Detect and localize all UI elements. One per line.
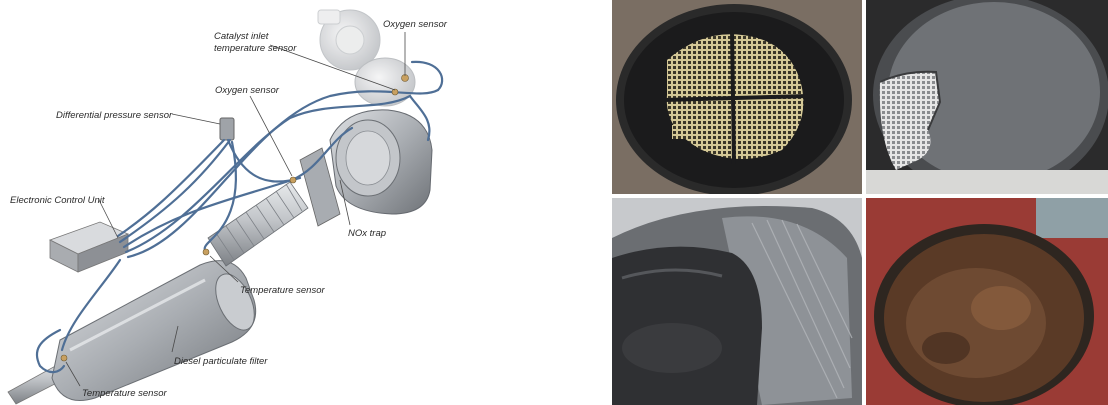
differential-pressure-sensor-body	[220, 118, 234, 140]
exhaust-system-diagram: Oxygen sensor Catalyst inlet temperature…	[0, 0, 600, 405]
diesel-particulate-filter-canister	[52, 261, 262, 401]
label-differential-pressure-sensor: Differential pressure sensor	[56, 110, 173, 121]
label-oxygen-sensor-top: Oxygen sensor	[383, 19, 448, 30]
label-diesel-particulate-filter: Diesel particulate filter	[174, 356, 268, 367]
nox-trap-canister	[330, 110, 432, 214]
label-oxygen-sensor-mid: Oxygen sensor	[215, 85, 280, 96]
cracked-filter-side-photo	[612, 198, 862, 405]
label-electronic-control-unit: Electronic Control Unit	[10, 195, 105, 206]
label-catalyst-inlet-line1: Catalyst inlet	[214, 31, 269, 42]
label-catalyst-inlet-line2: temperature sensor	[214, 43, 297, 54]
filter-photo-grid	[612, 0, 1108, 405]
label-temperature-sensor-mid: Temperature sensor	[240, 285, 326, 296]
rusted-filter-face-photo	[866, 198, 1108, 405]
label-nox-trap: NOx trap	[348, 228, 386, 239]
clogged-filter-face-photo	[612, 0, 862, 194]
broken-filter-face-photo	[866, 0, 1108, 194]
label-temperature-sensor-bottom: Temperature sensor	[82, 388, 168, 399]
